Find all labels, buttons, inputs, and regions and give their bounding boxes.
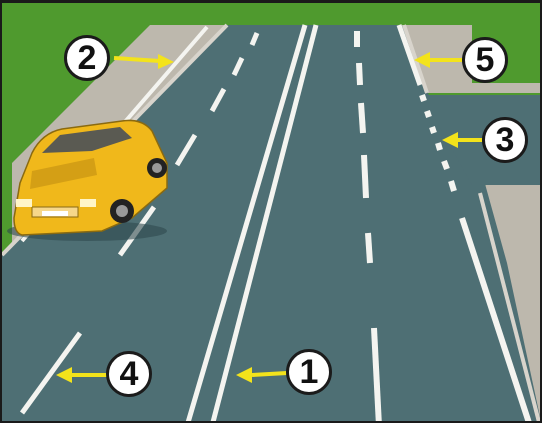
marker-1: 1 xyxy=(286,349,332,395)
marker-label: 5 xyxy=(476,43,495,77)
marker-label: 3 xyxy=(496,123,515,157)
marker-5: 5 xyxy=(462,37,508,83)
marker-2: 2 xyxy=(64,35,110,81)
marker-3: 3 xyxy=(482,117,528,163)
marker-label: 4 xyxy=(120,357,139,391)
marker-label: 2 xyxy=(78,41,97,75)
marker-label: 1 xyxy=(300,355,319,389)
marker-4: 4 xyxy=(106,351,152,397)
